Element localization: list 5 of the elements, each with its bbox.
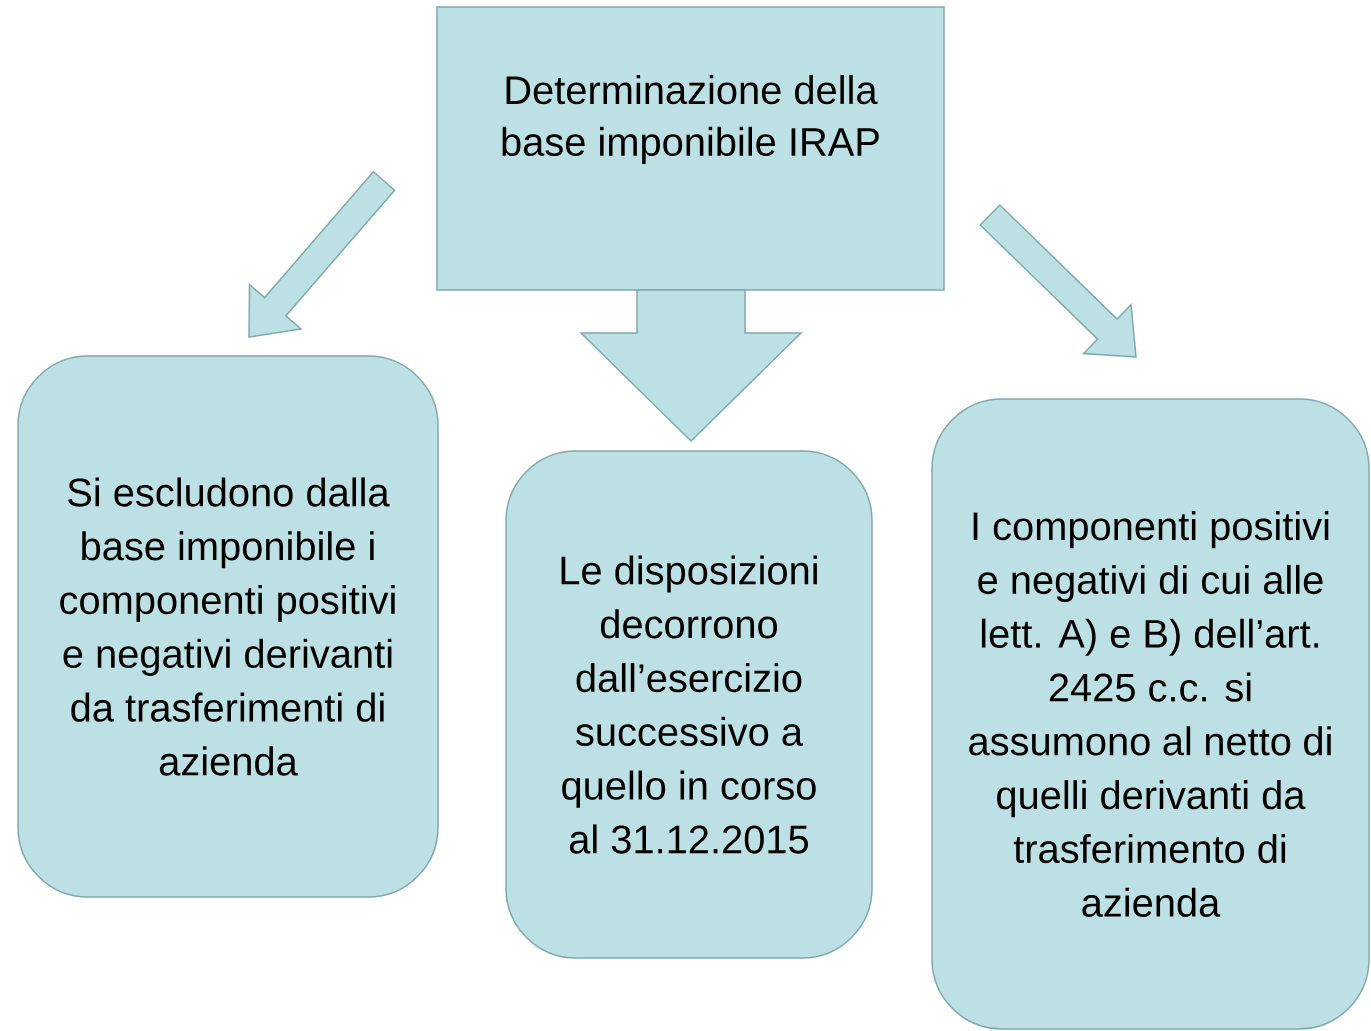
rounded-box: I componenti positivi e negativi di cui alle lett. A) e B) dell’art. 2425 c.c. si assumono al netto di quelli derivanti da trasferimento di azienda — [931, 398, 1370, 1030]
process-box: Determinazione della base imponibile IRAP — [436, 6, 945, 291]
rounded-box: Le disposizioni decorrono dall’esercizio successivo a quello in corso al 31.12.2015 — [505, 450, 873, 959]
block-arrow — [579, 289, 803, 443]
rounded-box: Si escludono dalla base imponibile i componenti positivi e negativi derivanti da trasferimenti di azienda — [17, 355, 439, 898]
